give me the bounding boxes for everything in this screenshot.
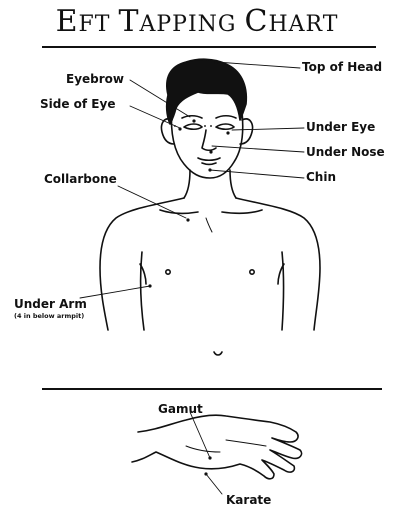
left-nipple (166, 270, 170, 274)
right-eye (216, 124, 234, 129)
label-under-nose: Under Nose (306, 145, 385, 159)
label-under-arm: Under Arm (14, 297, 87, 311)
label-gamut: Gamut (158, 402, 203, 416)
right-nipple (250, 270, 254, 274)
tap-point-under-eye (226, 131, 229, 134)
tap-point-top-of-head (214, 60, 218, 64)
tap-point-collarbone (186, 218, 189, 221)
hair (167, 59, 247, 124)
mouth-lower (202, 163, 216, 165)
neck-left (184, 170, 190, 198)
label-collarbone: Collarbone (44, 172, 117, 186)
left-eye (184, 124, 202, 129)
leader-under-arm (80, 286, 150, 298)
leader-karate (206, 474, 222, 494)
sternum (206, 218, 212, 232)
right-eyebrow (216, 116, 236, 118)
hand-palm-line (186, 446, 220, 452)
nose (202, 130, 216, 150)
navel (214, 352, 222, 355)
left-torso (141, 252, 144, 330)
label-chin: Chin (306, 170, 336, 184)
neck-right (230, 170, 236, 198)
hand-knuckle-line (226, 440, 266, 446)
label-top-of-head: Top of Head (302, 60, 382, 74)
label-under-eye: Under Eye (306, 120, 375, 134)
right-shoulder (236, 198, 320, 330)
label-karate: Karate (226, 493, 271, 507)
leader-collarbone (118, 186, 186, 218)
leader-under-nose (212, 146, 304, 152)
label-eyebrow: Eyebrow (66, 72, 124, 86)
mouth (198, 158, 220, 160)
label-side-of-eye: Side of Eye (40, 97, 115, 111)
label-under-arm-note: (4 in below armpit) (14, 312, 84, 320)
right-collarbone (222, 210, 262, 213)
tap-point-chin (208, 168, 211, 171)
tap-point-under-nose (209, 150, 212, 153)
tap-point-karate (204, 472, 207, 475)
hand-outline (132, 415, 302, 479)
leader-gamut (190, 412, 210, 458)
tap-point-under-arm (148, 284, 151, 287)
tap-point-gamut (208, 456, 211, 459)
tap-point-eyebrow (192, 119, 195, 122)
face-outline (172, 110, 243, 178)
left-eyebrow (182, 116, 202, 118)
tap-point-side-of-eye (178, 127, 181, 130)
left-collarbone (160, 210, 198, 213)
